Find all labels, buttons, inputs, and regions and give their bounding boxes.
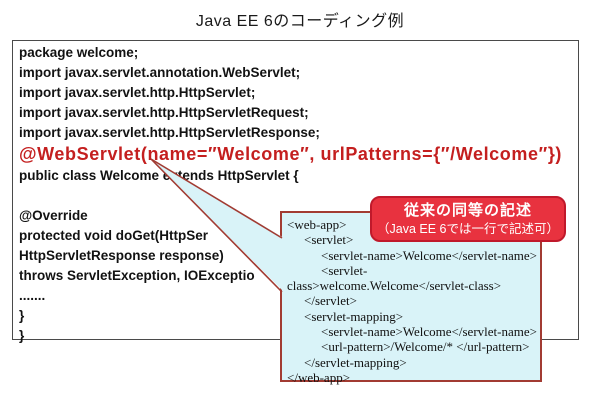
xml-line: </web-app>: [287, 369, 351, 385]
code-line-webservlet-annotation: @WebServlet(name=″Welcome″, urlPatterns=…: [19, 144, 563, 164]
label-subtext: （Java EE 6では一行で記述可）: [377, 222, 559, 236]
equivalent-notation-label: 従来の同等の記述 （Java EE 6では一行で記述可）: [370, 196, 566, 242]
code-line: public class Welcome extends HttpServlet…: [19, 168, 299, 183]
code-line: }: [19, 308, 25, 323]
code-line: import javax.servlet.annotation.WebServl…: [19, 65, 301, 80]
xml-line: <url-pattern>/Welcome/* </url-pattern>: [321, 339, 530, 355]
xml-line: </servlet-mapping>: [304, 354, 407, 370]
label-heading: 従来の同等の記述: [403, 202, 532, 219]
code-line: package welcome;: [19, 45, 139, 60]
xml-line: class>welcome.Welcome</servlet-class>: [287, 278, 502, 294]
code-line: import javax.servlet.http.HttpServletRes…: [19, 125, 320, 140]
code-line: }: [19, 328, 25, 343]
xml-line: <servlet-name>Welcome</servlet-name>: [321, 324, 537, 340]
xml-line: </servlet>: [304, 293, 357, 309]
code-line: import javax.servlet.http.HttpServlet;: [19, 85, 256, 100]
xml-line: <servlet-mapping>: [304, 308, 404, 324]
code-line: .......: [19, 288, 46, 303]
xml-line: <web-app>: [287, 217, 347, 232]
xml-line: <servlet-: [321, 262, 368, 278]
xml-line: <servlet-name>Welcome</servlet-name>: [321, 247, 537, 263]
web-xml-listing: <web-app> <servlet> <servlet-name>Welcom…: [287, 217, 537, 385]
diagram-title: Java EE 6のコーディング例: [195, 13, 405, 30]
code-line: @Override: [19, 208, 88, 223]
code-line: import javax.servlet.http.HttpServletReq…: [19, 105, 309, 120]
xml-line: <servlet>: [304, 232, 354, 248]
